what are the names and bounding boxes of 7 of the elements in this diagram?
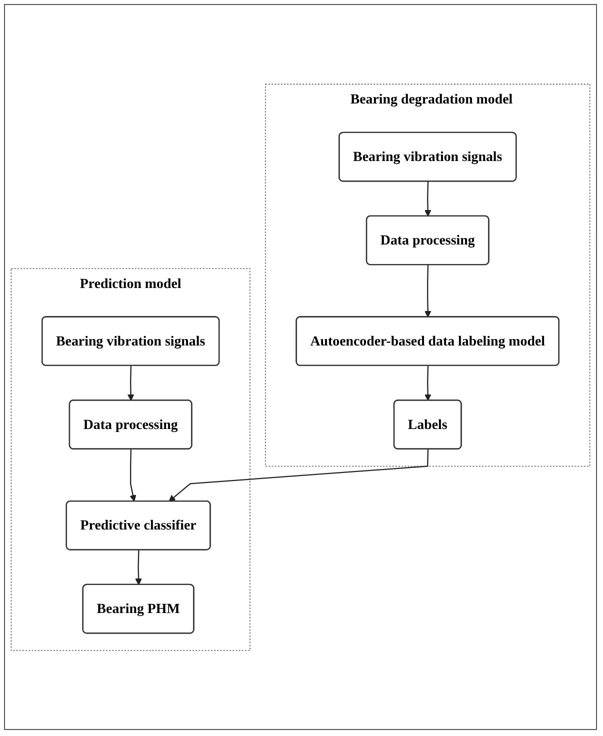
arrow — [424, 264, 432, 318]
arrow — [168, 448, 429, 502]
arrow — [424, 181, 432, 216]
arrow — [424, 365, 432, 401]
arrow — [127, 365, 134, 401]
arrow — [135, 550, 142, 585]
arrow — [130, 448, 136, 502]
